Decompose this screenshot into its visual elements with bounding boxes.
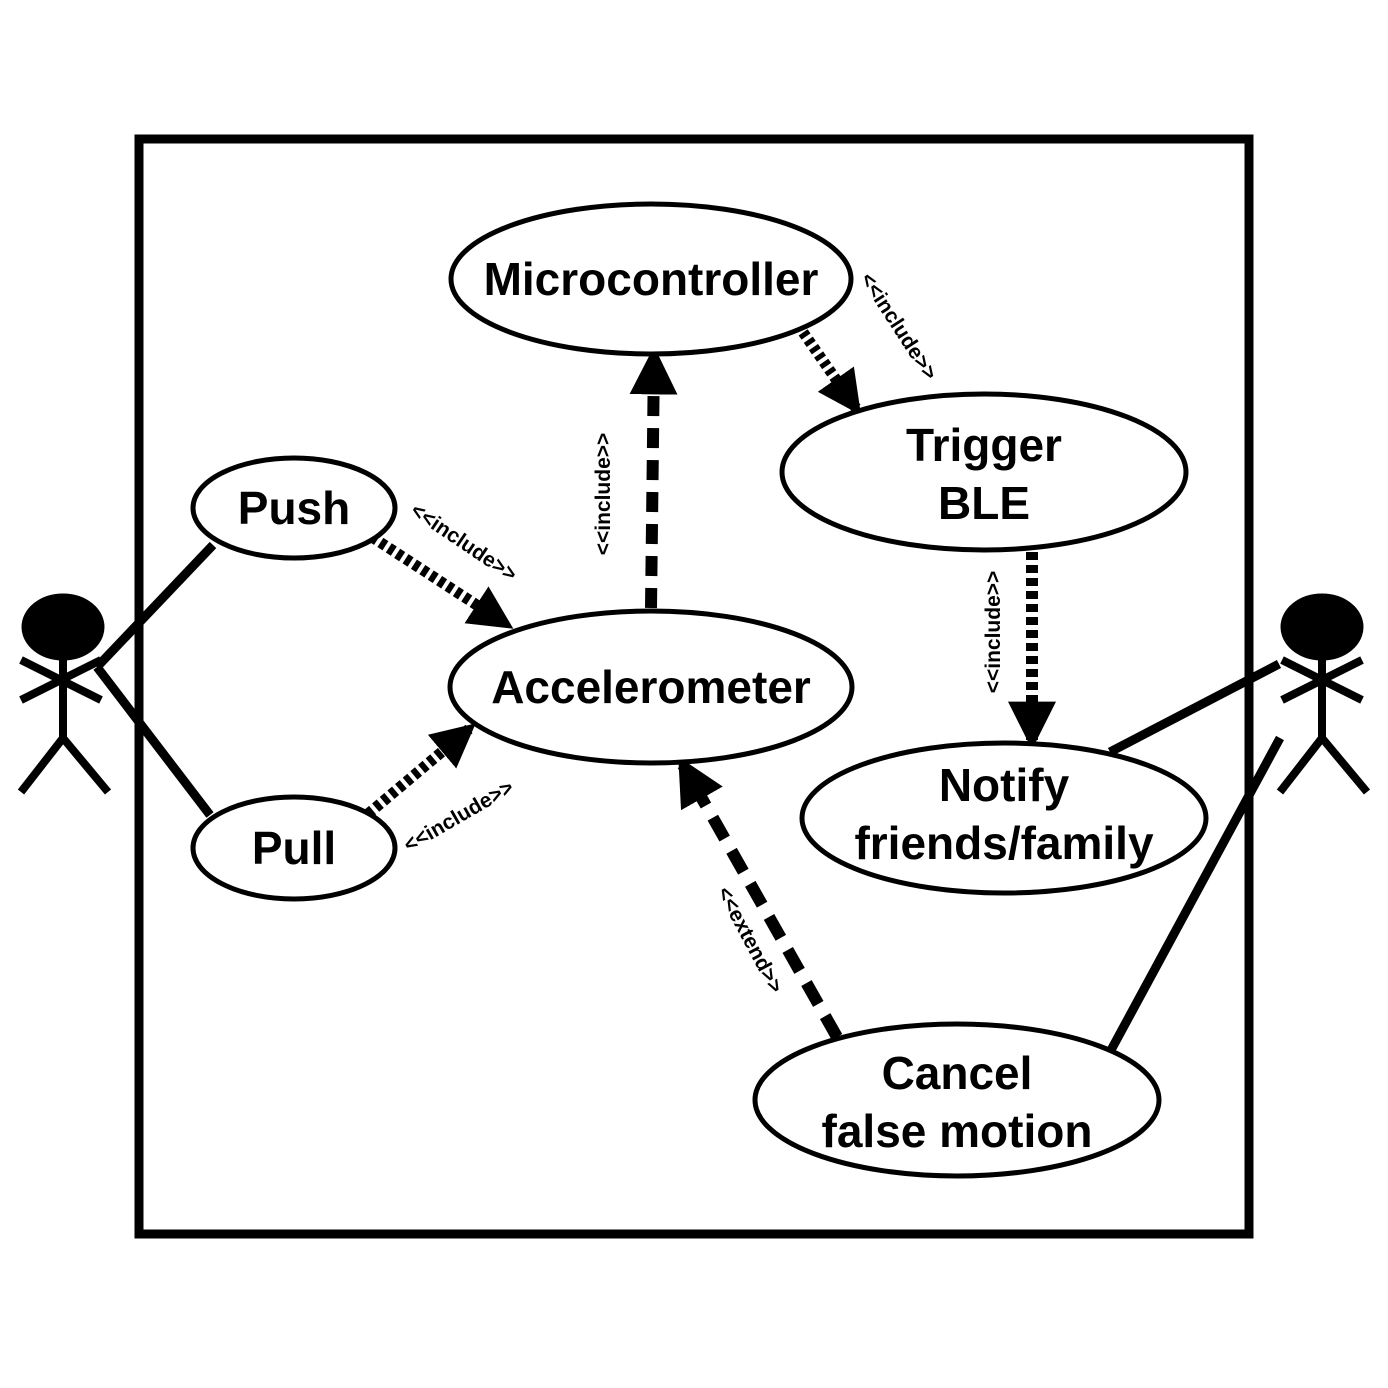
include-pull-accel-arrow (364, 723, 476, 819)
use-case-notify: Notify friends/family (799, 740, 1209, 896)
system-boundary (134, 134, 1254, 1239)
accelerometer-label: Accelerometer (491, 661, 811, 713)
cancel-label-line1: Cancel (882, 1047, 1033, 1099)
microcontroller-label: Microcontroller (484, 253, 819, 305)
trigger-label-line1: Trigger (906, 419, 1062, 471)
use-case-trigger-ble: Trigger BLE (779, 391, 1189, 553)
association-actor-pull (93, 664, 214, 818)
include-label-trigger-notify: <<include>> (982, 571, 1005, 694)
notify-label-line1: Notify (939, 759, 1070, 811)
include-label-micro-trigger: <<include>> (855, 269, 941, 384)
actor-right (1276, 593, 1371, 795)
include-label-pull-accel: <<include>> (400, 776, 518, 857)
cancel-label-line2: false motion (822, 1105, 1093, 1157)
push-label: Push (238, 482, 350, 534)
extend-cancel-accel-arrow (677, 756, 843, 1040)
use-case-microcontroller: Microcontroller (448, 201, 854, 357)
trigger-label-line2: BLE (938, 477, 1030, 529)
use-case-pull: Pull (190, 794, 398, 902)
include-label-accel-micro: <<include>> (592, 433, 615, 556)
use-case-push: Push (190, 455, 398, 561)
pull-label: Pull (252, 822, 336, 874)
use-case-accelerometer: Accelerometer (447, 608, 855, 766)
notify-label-line2: friends/family (854, 817, 1154, 869)
include-accel-micro-arrow (629, 346, 678, 609)
association-actor-cancel (1106, 735, 1284, 1055)
actor-left (17, 593, 112, 795)
association-actor-push (93, 541, 217, 671)
include-push-accel-arrow (369, 532, 514, 629)
use-case-cancel: Cancel false motion (752, 1021, 1162, 1179)
include-micro-trigger-arrow (793, 321, 862, 416)
association-actor-notify (1107, 660, 1282, 756)
